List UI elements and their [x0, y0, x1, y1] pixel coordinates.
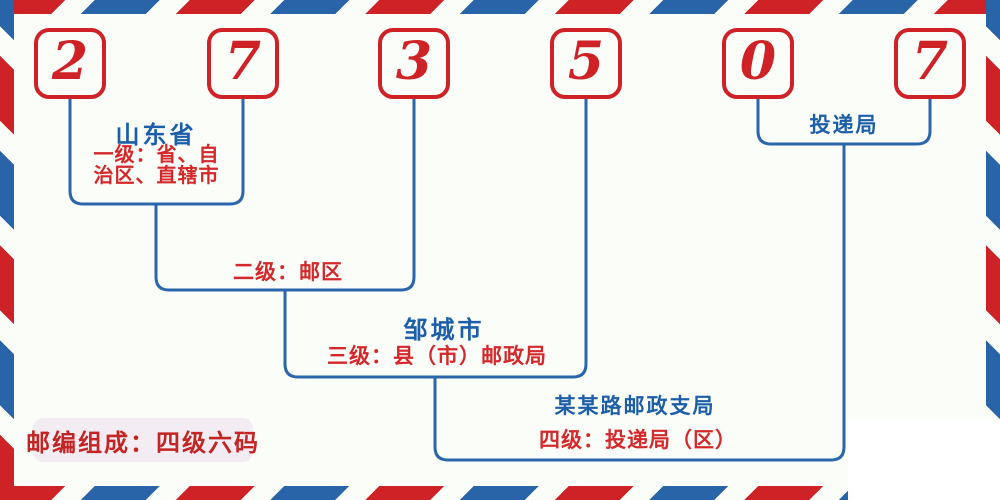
digit-5: 0	[739, 30, 777, 92]
digit-box-1: 2	[34, 28, 106, 99]
digit-box-2: 7	[207, 28, 279, 99]
level4-region-label: 某某路邮政支局	[554, 395, 716, 418]
badge-text: 邮编组成：四级六码	[26, 429, 260, 457]
digit-2: 7	[224, 30, 262, 92]
airmail-border-bottom	[0, 486, 1000, 500]
airmail-border-right	[986, 0, 1000, 500]
digit-3: 3	[395, 30, 433, 92]
digit-box-5: 0	[722, 28, 794, 99]
digit-box-4: 5	[550, 28, 622, 99]
digit-box-6: 7	[894, 28, 966, 99]
level1-region-label: 山东省	[115, 122, 197, 149]
level3-region-label: 邹城市	[403, 317, 485, 344]
level4-desc-label: 四级：投递局（区）	[539, 429, 737, 452]
airmail-border-top	[0, 0, 1000, 14]
level2-desc-label: 二级：邮区	[233, 261, 343, 284]
digit-4: 5	[567, 30, 605, 92]
bottom-right-white-mask	[848, 420, 1000, 500]
level1-desc-label: 一级：省、自治区、直辖市	[93, 144, 220, 187]
digit-1: 2	[51, 30, 89, 92]
digit-box-3: 3	[378, 28, 450, 99]
digit-6: 7	[911, 30, 949, 92]
delivery-bureau-label: 投递局	[809, 114, 879, 137]
postal-code-composition-badge: 邮编组成：四级六码	[26, 418, 258, 462]
airmail-border-left	[0, 0, 14, 500]
level3-desc-label: 三级：县（市）邮政局	[327, 345, 547, 368]
